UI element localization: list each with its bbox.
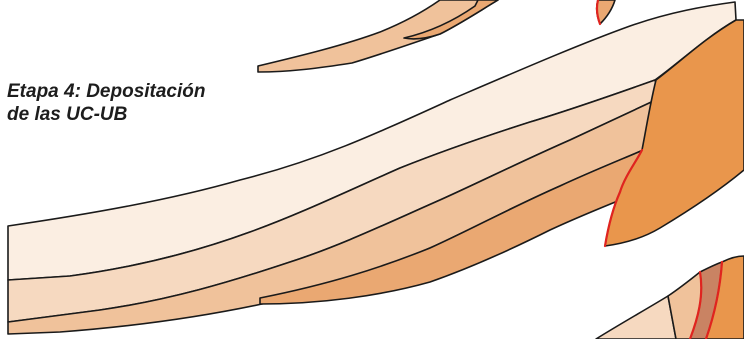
caption-line-1: Etapa 4: Depositación: [7, 80, 206, 103]
lower-right-unit-light: [596, 296, 676, 339]
stage-caption: Etapa 4: Depositación de las UC-UB: [7, 80, 206, 126]
upper-block-outer: [258, 0, 498, 72]
caption-line-2: de las UC-UB: [7, 103, 206, 126]
